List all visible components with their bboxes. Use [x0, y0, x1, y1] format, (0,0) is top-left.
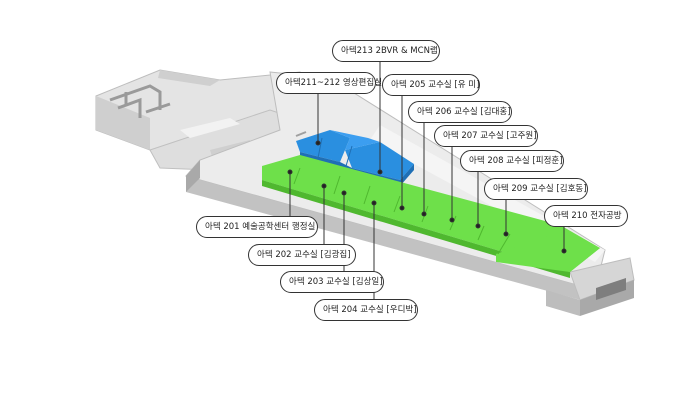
label-room-201[interactable]: 아텍 201 예술공학센터 행정실: [196, 216, 318, 238]
label-room-203[interactable]: 아텍 203 교수실 [김상일]: [280, 271, 384, 293]
label-room-211-212[interactable]: 아텍211~212 영상편집실: [276, 72, 382, 94]
label-room-207[interactable]: 아텍 207 교수실 [고주원]: [434, 125, 538, 147]
label-room-205[interactable]: 아텍 205 교수실 [유 미]: [382, 74, 480, 96]
leader-lines: [287, 60, 567, 300]
label-room-209[interactable]: 아텍 209 교수실 [김호동]: [484, 178, 588, 200]
label-room-208[interactable]: 아텍 208 교수실 [피정훈]: [460, 150, 564, 172]
label-room-206[interactable]: 아텍 206 교수실 [김대홍]: [408, 101, 512, 123]
green-rooms: [262, 155, 600, 278]
label-room-213[interactable]: 아텍213 2BVR & MCN랩: [332, 40, 440, 62]
label-room-202[interactable]: 아텍 202 교수실 [김광집]: [248, 244, 356, 266]
label-room-204[interactable]: 아텍 204 교수실 [우디박]: [314, 299, 418, 321]
label-room-210[interactable]: 아텍 210 전자공방: [544, 205, 628, 227]
